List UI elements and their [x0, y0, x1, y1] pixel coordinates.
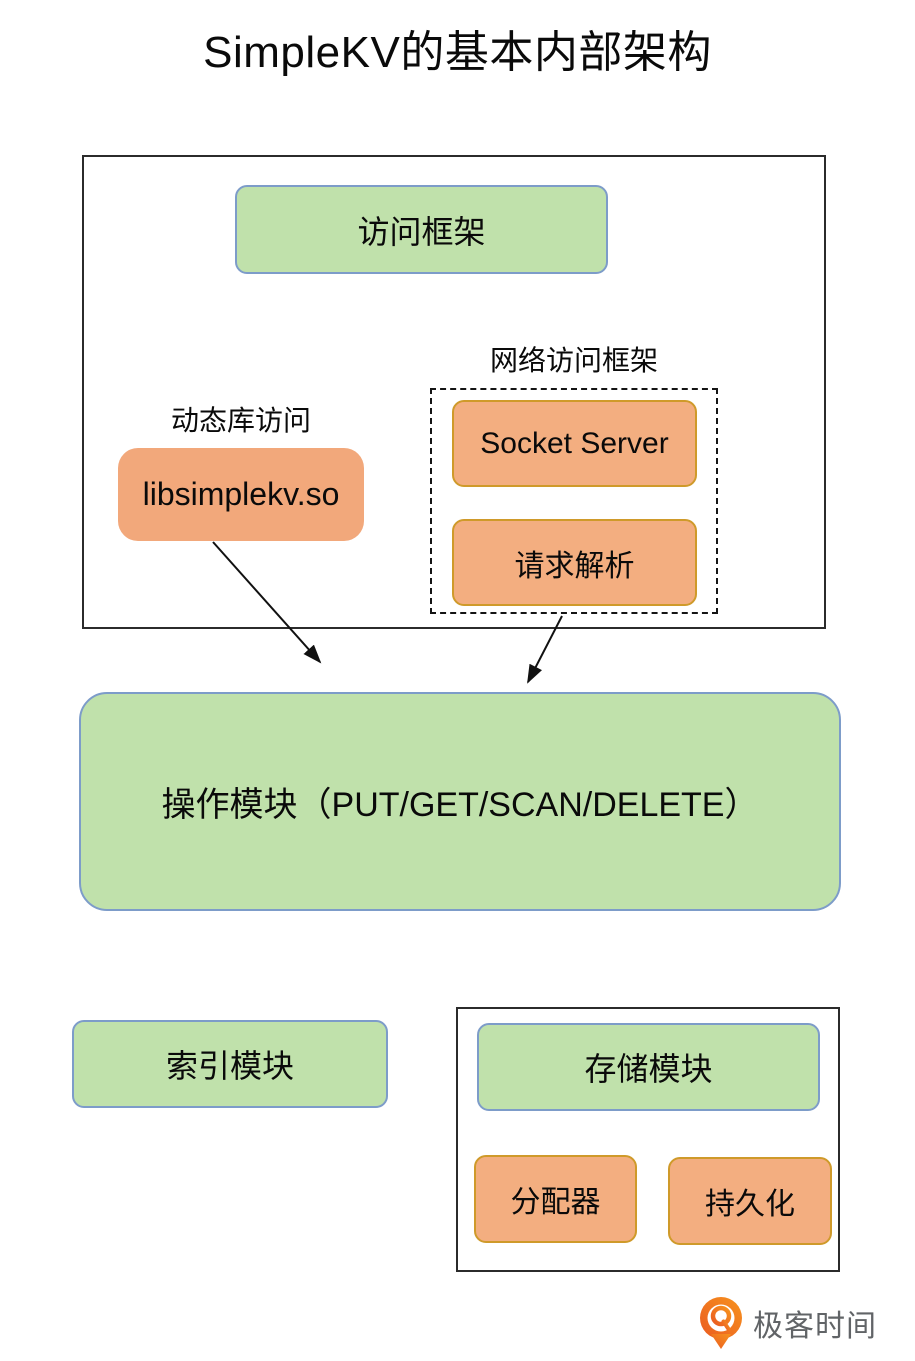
geektime-pin-icon [700, 1297, 742, 1349]
access-framework-node: 访问框架 [235, 185, 608, 274]
dynamic-lib-access-label: 动态库访问 [170, 405, 311, 436]
geektime-logo: 极客时间 [697, 1294, 897, 1352]
operation-module-node: 操作模块（PUT/GET/SCAN/DELETE） [79, 692, 841, 911]
index-module-node: 索引模块 [72, 1020, 388, 1108]
access-layer-frame [82, 155, 826, 629]
network-access-framework-label: 网络访问框架 [489, 345, 658, 376]
network-access-group [430, 388, 718, 614]
persistence-node: 持久化 [668, 1157, 832, 1245]
storage-module-node: 存储模块 [477, 1023, 820, 1111]
storage-layer-frame [456, 1007, 840, 1272]
geektime-logo-text: 极客时间 [753, 1310, 877, 1343]
allocator-node: 分配器 [474, 1155, 637, 1243]
request-parse-node: 请求解析 [452, 519, 697, 606]
libsimplekv-node: libsimplekv.so [118, 448, 364, 541]
page-title: SimpleKV的基本内部架构 [203, 28, 712, 77]
socket-server-node: Socket Server [452, 400, 697, 487]
